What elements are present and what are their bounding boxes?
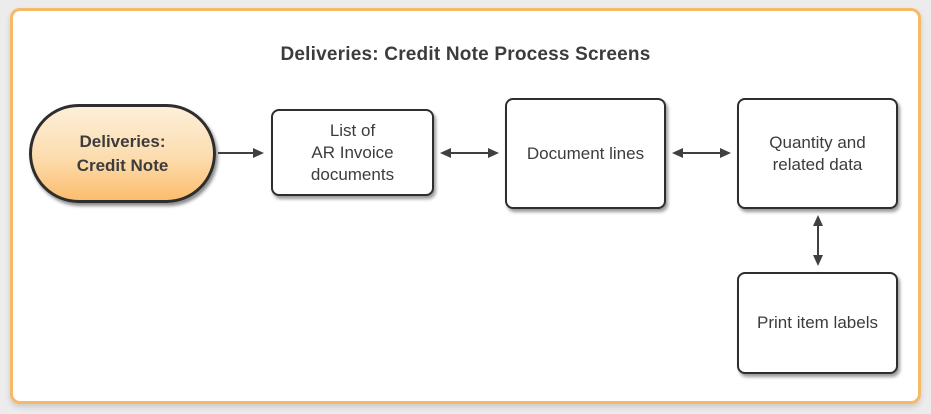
- node-label-line: Quantity and: [769, 132, 866, 152]
- node-label-line: Print item labels: [757, 313, 878, 332]
- node-list-of-ar-invoice-documents: List of AR Invoice documents: [271, 109, 434, 196]
- node-label-line: related data: [772, 154, 863, 174]
- node-label-line: List of: [329, 120, 376, 140]
- node-deliveries-credit-note: Deliveries: Credit Note: [29, 104, 216, 203]
- node-label-line: Credit Note: [76, 155, 169, 175]
- node-label-line: Document lines: [526, 143, 645, 163]
- node-label-line: Deliveries:: [79, 131, 166, 151]
- node-quantity-and-related-data: Quantity and related data: [737, 98, 898, 209]
- node-document-lines: Document lines: [505, 98, 666, 209]
- node-print-item-labels: Print item labels: [737, 272, 898, 374]
- diagram-title: Deliveries: Credit Note Process Screens: [280, 44, 651, 65]
- node-label-line: documents: [310, 164, 395, 184]
- node-label-line: AR Invoice: [311, 142, 394, 162]
